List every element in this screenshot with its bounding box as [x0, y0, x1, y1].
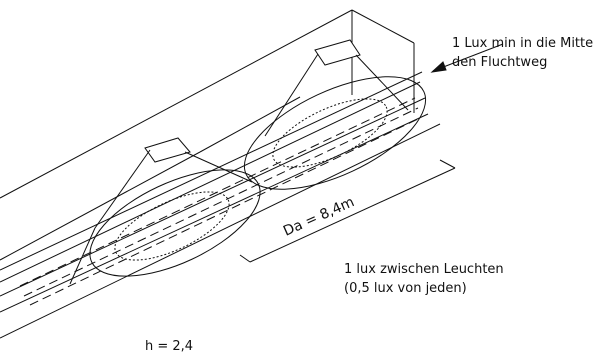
corridor-mid-edge-left — [0, 151, 201, 261]
cone-back-right-edge — [355, 54, 409, 111]
inner-ellipse-front — [114, 191, 230, 261]
light-cone-front — [69, 137, 261, 285]
cone-front-left-edge — [94, 149, 151, 229]
label-between-line2: (0,5 lux von jeden) — [344, 281, 467, 296]
corridor-end-top-edge — [351, 9, 415, 44]
inner-ellipse-back — [272, 98, 388, 168]
callout-arrow — [430, 43, 504, 73]
corridor-walls — [0, 9, 415, 261]
escape-route-dashed-lines — [19, 97, 421, 306]
diameter-dimension-line — [249, 167, 456, 263]
luminaire-front — [144, 137, 191, 163]
cone-front-right-edge — [184, 151, 253, 183]
floor-line-4 — [0, 113, 429, 313]
dashed-line-2 — [23, 107, 419, 297]
cone-back-left-edge — [264, 53, 319, 137]
label-between-line1: 1 lux zwischen Leuchten — [344, 262, 504, 277]
diameter-dim-tick-left — [239, 254, 251, 263]
floor-line-2 — [0, 81, 421, 283]
callout-arrow-head — [430, 61, 447, 73]
illuminance-ellipse-back — [243, 76, 427, 190]
diameter-dimension — [239, 159, 456, 263]
label-min-lux-line2: den Fluchtweg — [452, 55, 548, 70]
corridor-back-top-edge — [0, 9, 353, 199]
light-cone-back — [243, 39, 427, 190]
floor-line-3 — [0, 97, 426, 297]
illuminance-ellipse-front — [89, 169, 261, 277]
label-min-lux-line1: 1 Lux min in die Mitte — [452, 36, 594, 51]
floor-line-5 — [0, 123, 441, 339]
label-height: h = 2,4 — [145, 339, 194, 354]
dashed-line-3 — [29, 117, 421, 306]
cone-front-left-lower — [69, 227, 96, 285]
corridor-mid-edge-right — [199, 96, 301, 153]
luminaire-back — [314, 39, 361, 66]
diameter-dim-tick-right — [439, 159, 456, 169]
dashed-line-1 — [19, 97, 416, 287]
